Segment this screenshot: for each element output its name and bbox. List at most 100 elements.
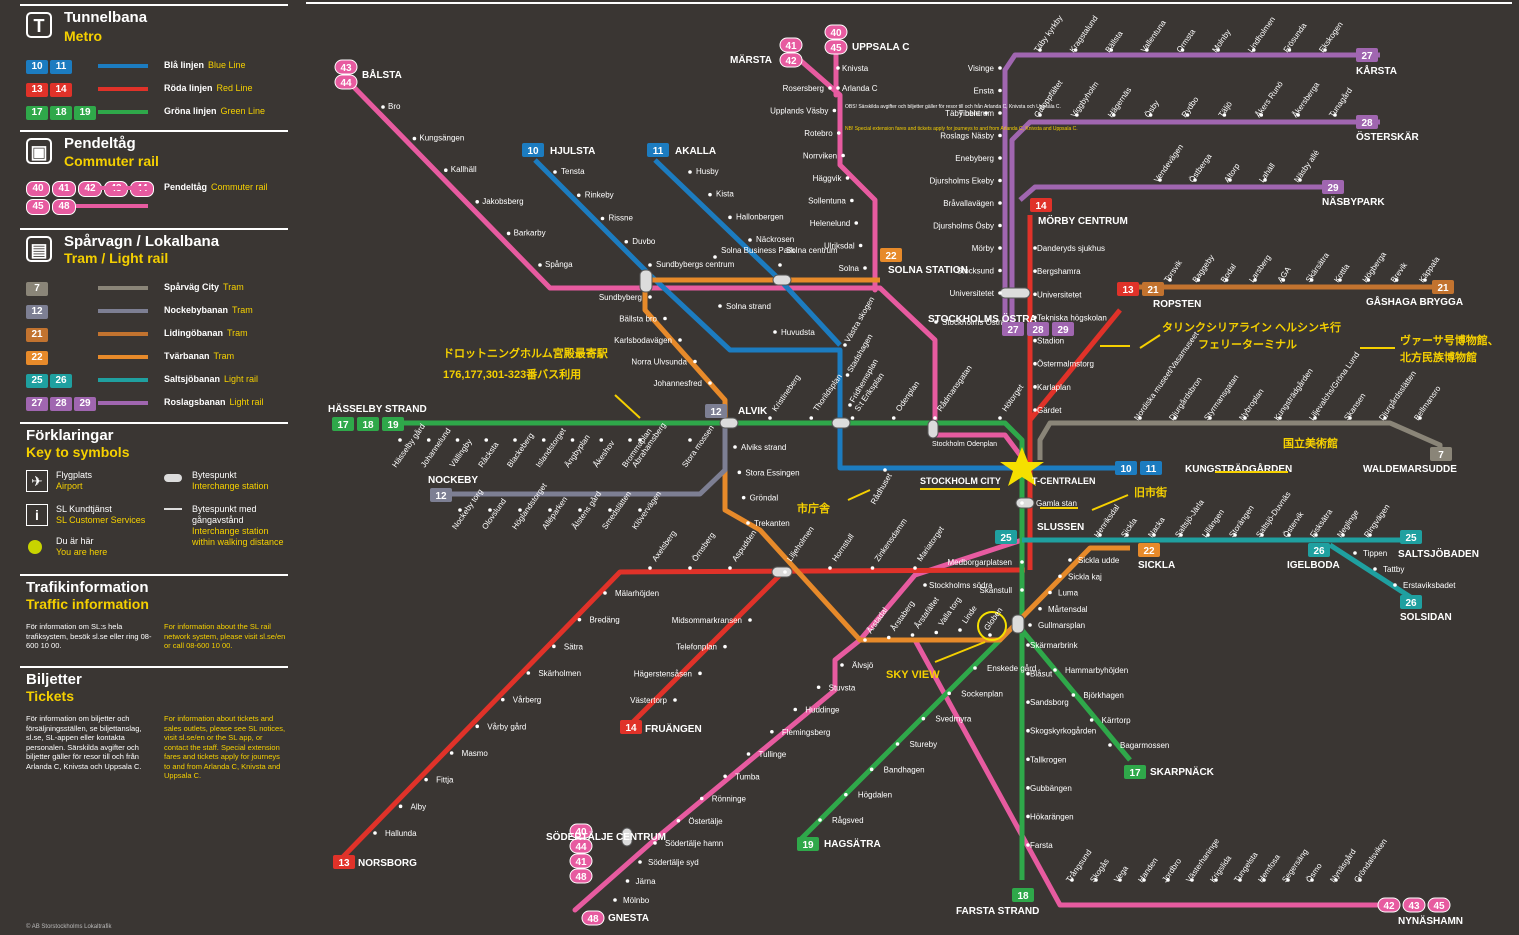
station-label: Rågsved <box>832 816 864 825</box>
key-interchange-label: Bytespunkt <box>192 470 237 480</box>
station-label: Kragstalund <box>1068 14 1100 54</box>
terminal-name: MÖRBY CENTRUM <box>1038 214 1128 227</box>
station-label: Käppala <box>1417 254 1442 284</box>
station-dot <box>1033 385 1037 389</box>
legend-tickets-title: Biljetter <box>26 671 82 688</box>
line-red-west <box>338 567 1026 862</box>
station-label: Täby kyrkby <box>1032 14 1064 54</box>
station-label: Skogås <box>1088 857 1111 884</box>
interchange-universitetet <box>999 287 1031 299</box>
station-label: Södertälje syd <box>648 858 699 867</box>
terminal-name: GÅSHAGA BRYGGA <box>1366 295 1463 308</box>
line-badge-number: 41 <box>575 857 587 868</box>
station-dot <box>863 638 867 642</box>
station-label: Jordbro <box>1160 856 1183 884</box>
station-dot <box>1180 48 1185 52</box>
line-badge-number: 22 <box>885 251 897 262</box>
station-label: Mölnbo <box>623 896 650 905</box>
station-label: Telefonplan <box>676 643 717 652</box>
line-badge-number: 11 <box>653 146 664 157</box>
station-label: Djurgårdsslätten <box>1377 369 1418 422</box>
line-badge-number: 48 <box>587 914 599 925</box>
station-dot <box>1296 113 1300 117</box>
line-badge: 26 <box>50 373 72 388</box>
line-badge-number: 21 <box>1437 283 1449 294</box>
line-badge <box>357 417 379 431</box>
station-label: Solna centrum <box>786 246 838 255</box>
saltsjobanan-lines <box>1022 537 1417 603</box>
terminal-name: MÄRSTA <box>730 53 772 66</box>
annotation-pointer <box>1091 494 1129 511</box>
station-dot <box>947 691 951 696</box>
station-dot <box>1262 878 1266 882</box>
line-badge: 22 <box>26 350 48 365</box>
line-badge-number: 28 <box>1032 325 1044 336</box>
station-label: Sockenplan <box>961 689 1003 698</box>
legend-commuter: ▣ Pendeltåg Commuter rail 4041424344Pend… <box>20 130 288 222</box>
station-dot <box>748 618 752 622</box>
key-airport-en: Airport <box>56 481 83 491</box>
station-dot <box>998 178 1002 183</box>
station-label: Rådmansgatan <box>935 364 973 414</box>
station-label: Råcksta <box>477 440 501 469</box>
terminal-name: SLUSSEN <box>1037 522 1084 533</box>
line-badge-number: 14 <box>1035 201 1047 212</box>
station-dot <box>1125 533 1129 537</box>
legend-tram: ▤ Spårvagn / Lokalbana Tram / Light rail… <box>20 228 288 418</box>
annotation-pointer <box>847 489 871 501</box>
legend-line-bar <box>98 309 148 313</box>
line-badge <box>1427 897 1451 913</box>
annotation-label: 176,177,301-323番バス利用 <box>443 367 581 381</box>
terminal-name: WALDEMARSUDDE <box>1363 464 1457 475</box>
station-label: Ensta <box>974 87 995 96</box>
station-dot <box>913 566 917 570</box>
station-label: Bergshamra <box>1037 267 1081 276</box>
station-label: Neglinge <box>1335 508 1361 539</box>
station-label: Ormsta <box>1175 27 1198 54</box>
station-dot <box>381 105 385 109</box>
key-airport-label: Flygplats <box>56 470 93 480</box>
legend-metro-title: Tunnelbana <box>64 9 148 26</box>
station-dot <box>1278 416 1282 420</box>
legend-traffic-subtitle: Traffic information <box>26 596 149 612</box>
station-dot <box>1238 878 1242 882</box>
station-dot <box>1281 278 1286 282</box>
terminal-name: FRUÄNGEN <box>645 722 702 735</box>
station-dot <box>998 268 1002 273</box>
line-badge <box>995 530 1017 544</box>
station-dot <box>845 373 850 377</box>
station-dot <box>816 685 821 690</box>
terminal-name: ROPSTEN <box>1153 299 1201 310</box>
tickets-sv: För information om biljetter och försälj… <box>26 714 142 771</box>
station-label: Visinge <box>968 64 995 73</box>
station-dot <box>538 263 542 267</box>
station-dot <box>910 633 915 637</box>
station-label: Ulriksdal <box>824 242 855 251</box>
line-badge <box>880 248 902 262</box>
line-badge <box>1124 765 1146 779</box>
station-dot <box>1026 757 1030 762</box>
station-dot <box>858 243 863 248</box>
station-label: Stuvsta <box>829 683 856 692</box>
station-dot <box>1033 269 1037 273</box>
station-dot <box>850 416 855 420</box>
line-badge <box>1140 461 1162 475</box>
station-dot <box>1310 878 1314 882</box>
line-badge: 28 <box>50 396 72 411</box>
station-label: Gullmarsplan <box>1038 621 1085 630</box>
legend-tram-subtitle: Tram / Light rail <box>64 250 169 266</box>
station-label: Östertälje <box>688 817 723 826</box>
legend-line-bar <box>98 286 148 290</box>
odenplan-label: Stockholm Odenplan <box>932 441 997 448</box>
station-label: Brevik <box>1389 260 1410 284</box>
station-dot <box>1026 671 1030 676</box>
station-dot <box>1168 278 1172 282</box>
interchange-sodertalje <box>621 827 633 847</box>
annotation-label: SKY VIEW <box>886 669 940 681</box>
line-badge <box>647 143 669 157</box>
station-dot <box>548 508 552 512</box>
station-label: Björkhagen <box>1083 691 1123 700</box>
